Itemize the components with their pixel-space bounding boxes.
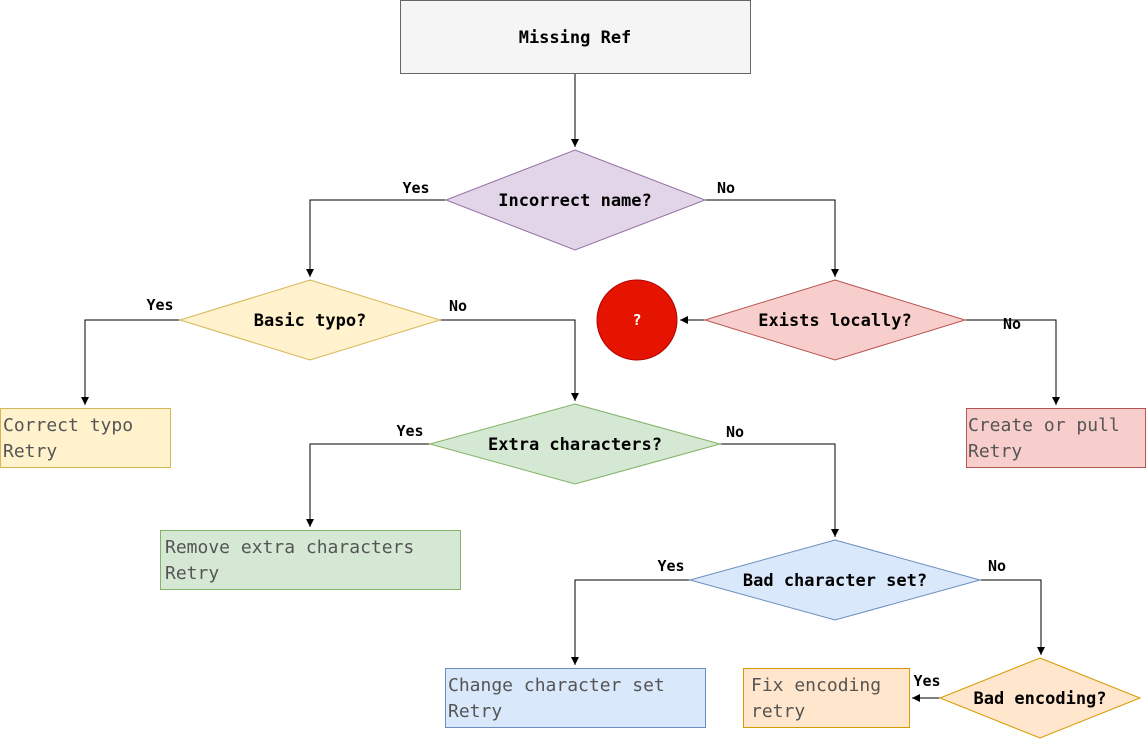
missing-ref-box	[400, 0, 751, 74]
action-create-or-pull: Create or pull Retry	[966, 408, 1146, 468]
fix-encoding-box	[743, 668, 910, 728]
edge-basic-typo-no	[440, 319, 579, 401]
create-or-pull-box	[966, 408, 1146, 468]
change-charset-line2: Retry	[448, 701, 502, 722]
correct-typo-line2: Retry	[3, 441, 57, 462]
correct-typo-line1: Correct typo	[3, 415, 133, 436]
edge-basic-typo-yes	[81, 319, 180, 405]
remove-extra-box	[160, 530, 461, 590]
edge-exists-locally-no	[965, 319, 1060, 405]
fix-encoding-line1: Fix encoding	[751, 675, 881, 696]
edge-incorrect-name-yes	[306, 199, 446, 277]
bad-character-set-label: Bad character set?	[743, 571, 927, 591]
edge-extra-characters-yes	[306, 443, 430, 527]
action-remove-extra-characters: Remove extra characters Retry	[160, 530, 461, 590]
edge-label-typo-no: No	[449, 297, 467, 315]
fix-encoding-line2: retry	[751, 701, 805, 722]
edge-labels: Yes No Yes No No Yes No Yes No Yes	[146, 179, 1021, 690]
exists-locally-label: Exists locally?	[758, 311, 912, 331]
remove-extra-line2: Retry	[165, 563, 219, 584]
bad-encoding-label: Bad encoding?	[973, 689, 1106, 709]
edge-label-typo-yes: Yes	[146, 296, 173, 314]
action-change-character-set: Change character set Retry	[445, 668, 706, 728]
create-or-pull-line1: Create or pull	[968, 415, 1120, 436]
extra-characters-label: Extra characters?	[488, 435, 662, 455]
incorrect-name-label: Incorrect name?	[498, 191, 652, 211]
edge-extra-characters-no	[720, 443, 839, 537]
connectors	[81, 74, 1060, 702]
decision-incorrect-name: Incorrect name?	[444, 149, 707, 251]
decision-exists-locally: Exists locally?	[703, 279, 967, 361]
exists-locally-diamond	[703, 279, 967, 361]
bad-encoding-diamond	[938, 657, 1142, 739]
basic-typo-diamond	[178, 279, 442, 361]
edge-bad-charset-yes	[571, 579, 690, 665]
edge-label-encoding-yes: Yes	[913, 672, 940, 690]
edge-label-incorrect-yes: Yes	[402, 179, 429, 197]
incorrect-name-diamond	[444, 149, 707, 251]
node-unknown: ?	[596, 279, 678, 361]
change-charset-box	[445, 668, 706, 728]
bad-character-set-diamond	[688, 539, 982, 621]
extra-characters-diamond	[428, 403, 722, 485]
edge-bad-charset-no	[980, 579, 1045, 655]
change-charset-line1: Change character set	[448, 675, 665, 696]
edge-label-extra-yes: Yes	[396, 422, 423, 440]
action-correct-typo: Correct typo Retry	[0, 408, 171, 468]
unknown-label: ?	[632, 311, 641, 329]
edge-label-incorrect-no: No	[717, 179, 735, 197]
create-or-pull-line2: Retry	[968, 441, 1022, 462]
edge-label-exists-no: No	[1003, 315, 1021, 333]
remove-extra-line1: Remove extra characters	[165, 537, 414, 558]
decision-basic-typo: Basic typo?	[178, 279, 442, 361]
decision-extra-characters: Extra characters?	[428, 403, 722, 485]
decision-bad-character-set: Bad character set?	[688, 539, 982, 621]
correct-typo-box	[0, 408, 171, 468]
decision-bad-encoding: Bad encoding?	[938, 657, 1142, 739]
edge-label-extra-no: No	[726, 423, 744, 441]
basic-typo-label: Basic typo?	[254, 311, 367, 331]
edge-incorrect-name-no	[705, 199, 839, 277]
node-missing-ref: Missing Ref	[400, 0, 751, 74]
edge-label-charset-no: No	[988, 557, 1006, 575]
unknown-circle	[596, 279, 678, 361]
edge-label-charset-yes: Yes	[657, 557, 684, 575]
missing-ref-label: Missing Ref	[519, 28, 632, 48]
action-fix-encoding: Fix encoding retry	[743, 668, 910, 728]
